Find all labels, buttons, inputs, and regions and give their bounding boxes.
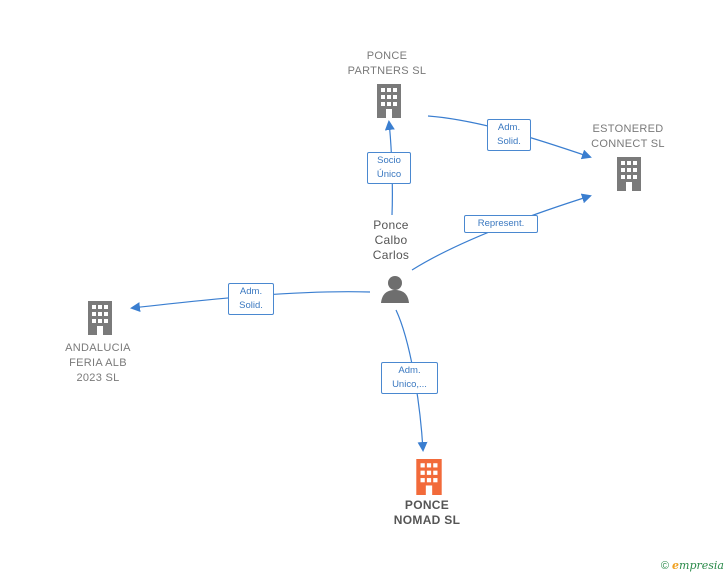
person-icon[interactable] (380, 274, 410, 304)
focus-building-icon[interactable] (414, 459, 444, 495)
edge-label-adm-solid-partners[interactable]: Adm. Solid. (487, 119, 531, 151)
node-label-andalucia: ANDALUCIA FERIA ALB 2023 SL (65, 342, 131, 384)
copyright-icon: © (660, 560, 669, 572)
node-label-ponce-nomad: PONCE NOMAD SL (393, 498, 461, 527)
node-label-ponce-partners: PONCE PARTNERS SL (347, 50, 427, 77)
node-label-person: Ponce Calbo Carlos (372, 218, 410, 262)
building-icon[interactable] (86, 301, 114, 335)
edge-label-adm-solid-andalucia[interactable]: Adm. Solid. (228, 283, 274, 315)
edge-label-adm-unico[interactable]: Adm. Unico,... (381, 362, 438, 394)
edge-label-socio-unico[interactable]: Socio Único (367, 152, 411, 184)
edge-label-represent[interactable]: Represent. (464, 215, 538, 233)
brand-logo: empresia (672, 559, 724, 572)
building-icon[interactable] (615, 157, 643, 191)
edge-represent (411, 193, 592, 271)
node-label-estonered: ESTONERED CONNECT SL (591, 123, 665, 150)
building-icon[interactable] (375, 84, 403, 118)
brand-footer: © empresia (661, 559, 724, 572)
